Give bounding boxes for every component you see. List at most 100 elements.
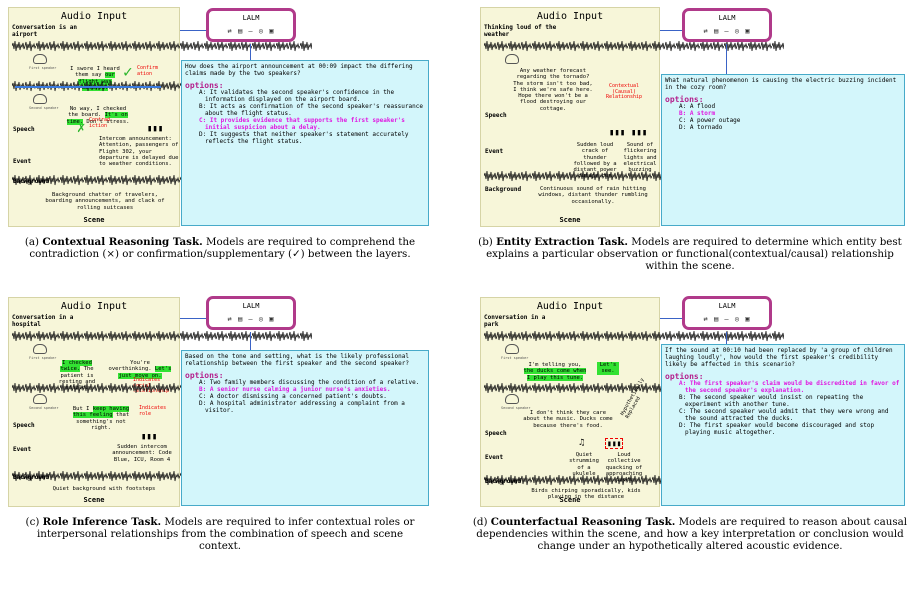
lalm-title: LALM [718, 302, 736, 310]
speech-text-2: No way, I checked the board. It's on tim… [65, 106, 131, 125]
option-a: A: It validates the second speaker's con… [199, 89, 395, 103]
background-text: Continuous sound of rain hitting windows… [538, 186, 648, 205]
conversation-label: Thinking loud of the weather [484, 24, 557, 38]
layer-background: Background [485, 478, 522, 485]
question-box: Based on the tone and setting, what is t… [181, 350, 429, 506]
speech-text-2: You're overthinking. Let's just move on. [107, 360, 173, 379]
option-a: A: A flood [679, 103, 716, 110]
question-text: Based on the tone and setting, what is t… [185, 353, 409, 367]
sound-event-icon: ▮▮▮ [147, 124, 164, 134]
background-text: Birds chirping sporadically, kids playin… [531, 488, 641, 501]
lalm-title: LALM [718, 14, 736, 22]
option-d: D: It suggests that neither speaker's st… [199, 131, 409, 145]
first-speaker-label: First speaker [29, 356, 57, 360]
options-header: options: [665, 372, 704, 381]
scene-box: Audio Input Conversation in a park First… [480, 297, 784, 507]
option-c: C: The second speaker would admit that t… [679, 408, 889, 422]
caption-text: Models are required to infer contextual … [36, 516, 415, 552]
connector-vertical [250, 44, 251, 62]
option-d: D: The first speaker would become discou… [679, 422, 875, 436]
first-speaker-label: First speaker [501, 356, 529, 360]
speech-text-2-highlight: Let's see. [597, 362, 619, 375]
scene-box: Audio Input Conversation is an airport F… [8, 7, 312, 227]
background-text: Quiet background with footsteps [52, 486, 156, 492]
scene-label: Scene [559, 216, 581, 224]
speaker-icon-2 [33, 94, 47, 104]
conversation-label: Conversation in a park [484, 314, 546, 328]
caption-label: (a) [24, 236, 43, 248]
caption-label: (b) [478, 236, 497, 248]
caption-label: (c) [25, 516, 43, 528]
caption-d: (d) Counterfactual Reasoning Task. Model… [472, 516, 908, 552]
speaker-icon-2 [505, 394, 519, 404]
connector-vertical [250, 332, 251, 350]
audio-input-title: Audio Input [60, 301, 128, 312]
cross-icon: ✗ [77, 120, 86, 136]
connector-line [180, 318, 206, 319]
layer-background: Background [485, 186, 522, 193]
annotation-contradiction: Contrad iction [89, 117, 111, 129]
speech-text-3: I don't think they care about the music.… [523, 410, 613, 429]
speech-3c: that something's not right. [76, 412, 130, 431]
options-header: options: [185, 371, 224, 380]
speaker-icon [33, 54, 47, 64]
lalm-box: LALM ⇄ ▤ – ◎ ▣ [206, 8, 296, 42]
sound-event-icon: ▮▮▮ [141, 432, 158, 442]
speaker-icon [33, 344, 47, 354]
connector-line [660, 30, 682, 31]
layer-background: Background [13, 474, 50, 481]
option-c: C: A power outage [679, 117, 741, 124]
connector-vertical [726, 44, 727, 74]
speech-waveform [484, 40, 784, 52]
option-b-correct: B: A storm [679, 110, 716, 117]
layer-speech: Speech [485, 112, 507, 119]
speaker-icon [505, 344, 519, 354]
scene-label: Scene [83, 496, 105, 504]
option-b-correct: B: A senior nurse calming a junior nurse… [199, 386, 391, 393]
speech-2a: You're overthinking. [108, 360, 152, 373]
lalm-icons: ⇄ ▤ – ◎ ▣ [703, 315, 751, 323]
scene-label: Scene [559, 496, 581, 504]
sound-event-icon: ▮▮▮ [605, 438, 624, 449]
connector-line [180, 30, 206, 31]
question-box: How does the airport announcement at 00:… [181, 60, 429, 226]
layer-event: Event [13, 158, 32, 165]
layer-speech: Speech [13, 126, 35, 133]
speech-3a: But I [72, 406, 90, 412]
lalm-box: LALM ⇄ ▤ – ◎ ▣ [682, 296, 772, 330]
caption-a: (a) Contextual Reasoning Task. Models ar… [20, 236, 420, 260]
layer-speech: Speech [13, 422, 35, 429]
confirm-arrow [15, 86, 161, 88]
option-d: D: A hospital administrator addressing a… [199, 400, 405, 414]
second-speaker-label: Second speaker [29, 106, 59, 110]
speech-1a: I'm telling you, [528, 362, 582, 368]
scene-label: Scene [83, 216, 105, 224]
lalm-title: LALM [242, 14, 260, 22]
layer-event: Event [485, 454, 504, 461]
option-c: C: A doctor dismissing a concerned patie… [199, 393, 387, 400]
caption-bold: Counterfactual Reasoning Task. [490, 516, 676, 528]
lalm-icons: ⇄ ▤ – ◎ ▣ [227, 27, 275, 35]
sound-event-icon: ▮▮▮ [609, 128, 626, 138]
layer-speech: Speech [485, 430, 507, 437]
speech-2a: No way, I checked the board. [68, 106, 127, 119]
background-text: Background chatter of travelers, boardin… [45, 192, 165, 211]
lalm-icons: ⇄ ▤ – ◎ ▣ [703, 27, 751, 35]
event-text: Sudden intercom announcement: Code Blue,… [112, 444, 172, 463]
scene-box: Audio Input Conversation in a hospital F… [8, 297, 312, 507]
speech-waveform [12, 330, 312, 342]
speech-1b-highlight: the ducks come when I play this tune. [523, 368, 587, 381]
audio-input-title: Audio Input [60, 11, 128, 22]
event-text: Intercom announcement: Attention, passen… [99, 136, 179, 168]
option-b: B: It acts as confirmation of the second… [199, 103, 423, 117]
second-speaker-label: Second speaker [501, 406, 531, 410]
caption-text: Models are required to comprehend the co… [29, 236, 416, 260]
check-icon: ✓ [123, 62, 133, 81]
speech-text-3: But I keep having this feeling that some… [65, 406, 137, 431]
layer-background: Background [13, 178, 50, 185]
speaker-icon-2 [33, 394, 47, 404]
caption-text: Models are required to determine which e… [486, 236, 902, 272]
caption-label: (d) [472, 516, 491, 528]
question-text: If the sound at 00:10 had been replaced … [665, 347, 893, 368]
option-a: A: Two family members discussing the con… [199, 379, 420, 386]
